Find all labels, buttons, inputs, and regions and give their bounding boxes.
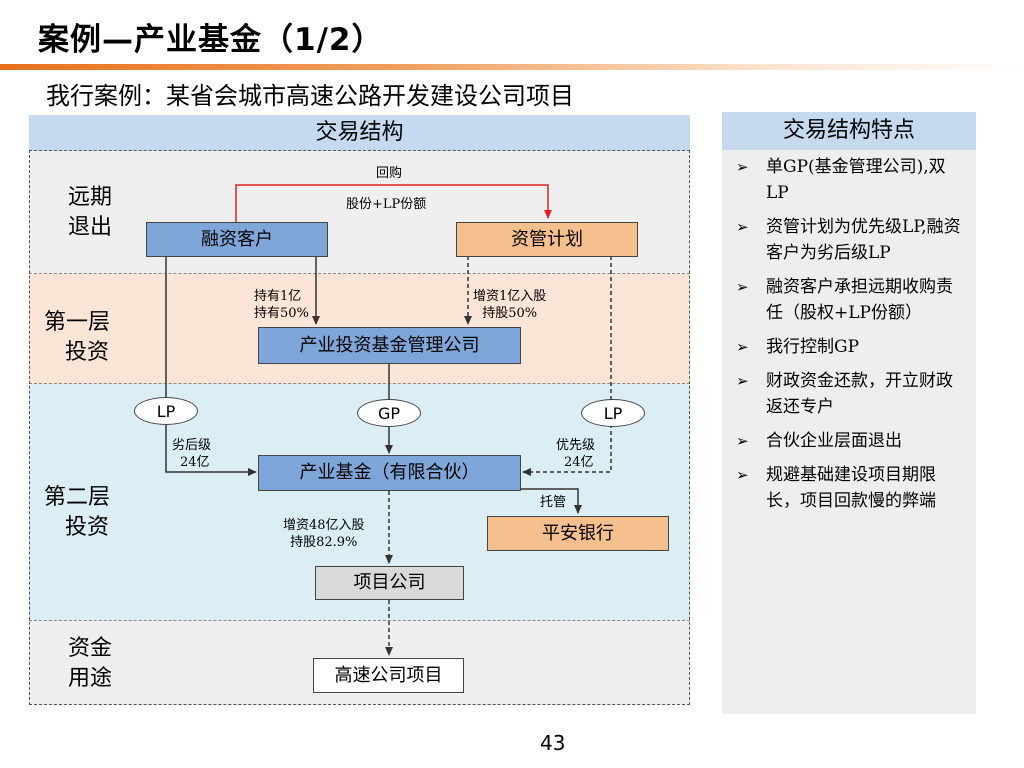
section-layer2-line2: 投资 (64, 515, 109, 540)
feature-text: 财政资金还款，开立财政返还专户 (766, 371, 953, 417)
lp-left-oval: LP (134, 397, 198, 425)
fund-box: 产业基金（有限合伙） (258, 455, 521, 491)
bullet-arrow-icon: ➢ (736, 278, 749, 296)
client-box: 融资客户 (146, 222, 328, 257)
structure-header: 交易结构 (29, 115, 690, 151)
feature-text: 融资客户承担远期收购责任（股权+LP份额） (766, 277, 953, 323)
feature-text: 单GP(基金管理公司),双LP (766, 157, 946, 203)
feature-text: 资管计划为优先级LP,融资客户为劣后级LP (766, 217, 961, 263)
bullet-arrow-icon: ➢ (736, 432, 749, 450)
lp-right-oval: LP (581, 399, 645, 427)
custody-label: 托管 (540, 495, 567, 510)
senior-amount-label: 24亿 (564, 455, 594, 470)
features-header: 交易结构特点 (722, 112, 976, 150)
bank-box: 平安银行 (487, 516, 669, 551)
section-layer2-line1: 第二层 (43, 485, 110, 510)
feature-item: ➢ 我行控制GP (732, 334, 966, 360)
bullet-arrow-icon: ➢ (736, 466, 749, 484)
increase-percent-label: 持股50% (482, 306, 538, 321)
junior-tier-label: 劣后级 (172, 438, 212, 453)
feature-item: ➢ 财政资金还款，开立财政返还专户 (732, 368, 966, 420)
buyback-arrow (235, 184, 552, 222)
hold-amount-label: 持有1亿 (254, 289, 302, 304)
features-panel: ➢ 单GP(基金管理公司),双LP ➢ 资管计划为优先级LP,融资客户为劣后级LP ➢ 融… (722, 150, 976, 714)
feature-item: ➢ 单GP(基金管理公司),双LP (732, 154, 966, 206)
section-use-line2: 用途 (67, 666, 112, 691)
senior-tier-label: 优先级 (556, 438, 596, 453)
section-use-line1: 资金 (67, 636, 112, 661)
feature-text: 合伙企业层面退出 (766, 431, 902, 451)
feature-item: ➢ 合伙企业层面退出 (732, 428, 966, 454)
increase48-amount-label: 增资48亿入股 (283, 518, 365, 533)
feature-text: 规避基础建设项目期限长，项目回款慢的弊端 (766, 465, 936, 511)
plan-lp-arrow (522, 256, 612, 476)
section-layer1-label: 第一层 投资 (27, 308, 127, 368)
increase48-label: 增资48亿入股 持股82.9% (283, 517, 365, 551)
feature-item: ➢ 融资客户承担远期收购责任（股权+LP份额） (732, 274, 966, 326)
senior-label: 优先级 24亿 (556, 437, 595, 471)
structure-frame (29, 150, 690, 705)
junior-amount-label: 24亿 (180, 455, 210, 470)
buyback-label: 回购 (376, 166, 403, 181)
section-exit-line2: 退出 (67, 215, 112, 240)
section-use-label: 资金 用途 (40, 634, 140, 694)
page-title: 案例—产业基金（1/2） (38, 22, 384, 58)
custody-arrow (521, 488, 582, 514)
features-list: ➢ 单GP(基金管理公司),双LP ➢ 资管计划为优先级LP,融资客户为劣后级LP ➢ 融… (722, 150, 976, 514)
section-layer1-line2: 投资 (64, 340, 109, 365)
hold-percent-label: 持有50% (254, 306, 309, 321)
page-subtitle: 我行案例：某省会城市高速公路开发建设公司项目 (46, 82, 574, 110)
feature-item: ➢ 资管计划为优先级LP,融资客户为劣后级LP (732, 214, 966, 266)
bullet-arrow-icon: ➢ (736, 372, 749, 390)
junior-label: 劣后级 24亿 (172, 437, 211, 471)
page-number: 43 (540, 731, 566, 755)
section-layer1-line1: 第一层 (43, 310, 110, 335)
fund-manager-box: 产业投资基金管理公司 (258, 327, 521, 364)
increase-amount-label: 增资1亿入股 (473, 289, 547, 304)
gp-oval: GP (357, 399, 421, 427)
increase-label: 增资1亿入股 持股50% (473, 288, 546, 322)
feature-text: 我行控制GP (766, 337, 860, 357)
shares-lp-label: 股份+LP份额 (346, 197, 427, 212)
bullet-arrow-icon: ➢ (736, 158, 749, 176)
section-exit-label: 远期 退出 (40, 183, 140, 243)
asset-plan-box: 资管计划 (456, 222, 638, 257)
feature-item: ➢ 规避基础建设项目期限长，项目回款慢的弊端 (732, 462, 966, 514)
bullet-arrow-icon: ➢ (736, 338, 749, 356)
highway-project-box: 高速公司项目 (313, 658, 464, 693)
increase48-percent-label: 持股82.9% (290, 535, 358, 550)
hold-label: 持有1亿 持有50% (254, 288, 309, 322)
section-layer2-label: 第二层 投资 (27, 483, 127, 543)
bullet-arrow-icon: ➢ (736, 218, 749, 236)
section-exit-line1: 远期 (67, 185, 112, 210)
project-company-box: 项目公司 (315, 566, 464, 600)
client-lp-arrow (165, 256, 257, 476)
title-underline (0, 64, 1024, 70)
